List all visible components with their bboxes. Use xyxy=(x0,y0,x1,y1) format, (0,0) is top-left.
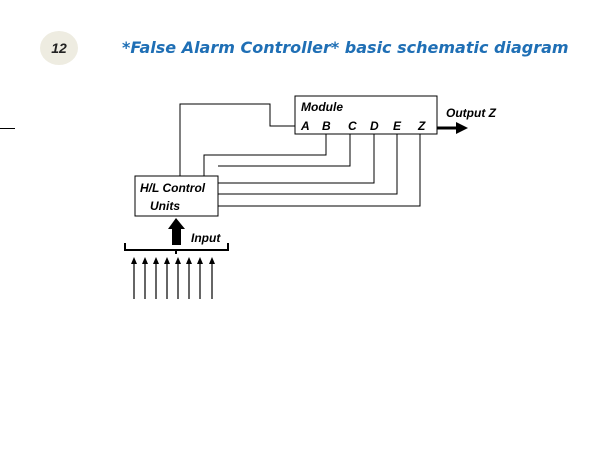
input-arrow-3 xyxy=(153,257,159,299)
pin-e-label: E xyxy=(393,119,402,133)
input-arrow-shaft xyxy=(172,229,181,245)
input-arrow-head xyxy=(168,218,185,229)
left-edge-rule xyxy=(0,128,15,129)
slide-number: 12 xyxy=(51,40,67,56)
wire-d xyxy=(218,134,375,184)
module-box xyxy=(294,95,438,135)
input-arrow-2 xyxy=(142,257,148,299)
control-label-line2: Units xyxy=(150,199,180,213)
output-label: Output Z xyxy=(446,106,497,120)
input-label: Input xyxy=(191,231,221,245)
pin-z-label: Z xyxy=(417,119,426,133)
pin-c-label: C xyxy=(348,119,357,133)
input-arrows xyxy=(131,257,215,299)
input-arrow-8 xyxy=(209,257,215,299)
wire-a xyxy=(179,103,295,176)
control-units-box xyxy=(134,175,219,217)
slide-number-badge: 12 xyxy=(40,31,78,65)
output-arrow-head xyxy=(456,122,468,134)
input-arrow-4 xyxy=(164,257,170,299)
input-arrow-5 xyxy=(175,257,181,299)
pin-b-label: B xyxy=(322,119,331,133)
wire-c xyxy=(218,134,351,167)
wire-e xyxy=(218,134,398,195)
input-arrow-6 xyxy=(186,257,192,299)
slide-title: *False Alarm Controller* basic schematic… xyxy=(122,38,569,57)
wire-b xyxy=(203,134,327,176)
control-label-line1: H/L Control xyxy=(140,181,206,195)
pin-d-label: D xyxy=(370,119,379,133)
input-arrow-7 xyxy=(197,257,203,299)
module-label: Module xyxy=(301,100,343,114)
wire-z xyxy=(218,134,421,207)
input-arrow-1 xyxy=(131,257,137,299)
pin-a-label: A xyxy=(300,119,310,133)
